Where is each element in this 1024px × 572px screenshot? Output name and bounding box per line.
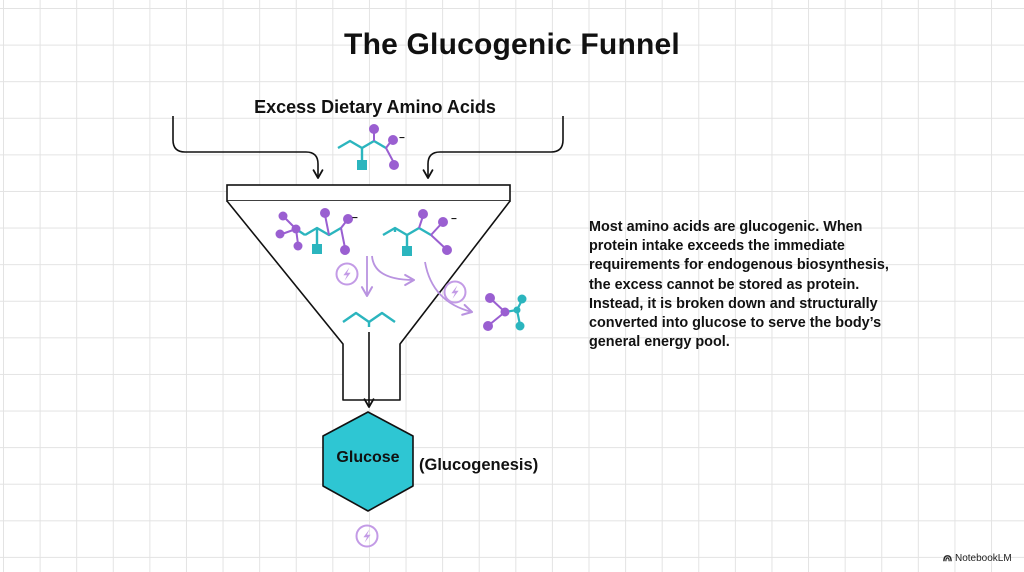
carbon-skeleton (342, 311, 396, 327)
breakdown-arrow-exit (424, 261, 474, 316)
charge-sign: − (399, 133, 405, 144)
explanation-text: Most amino acids are glucogenic. When pr… (589, 219, 889, 351)
diagram-title: The Glucogenic Funnel (344, 28, 680, 61)
amino-acid-molecule-right: − (382, 209, 457, 256)
input-arrow-right (422, 116, 564, 179)
notebooklm-logo-icon (943, 555, 952, 562)
glucose-hexagon (322, 411, 414, 512)
lightning-bolt-icon (355, 524, 379, 548)
amino-acid-molecule-incoming: − (337, 124, 405, 170)
amino-acid-molecule-left: − (275, 208, 358, 255)
input-arrow-left (172, 116, 324, 179)
glucose-label: Glucose (336, 449, 400, 466)
charge-sign: − (451, 214, 457, 225)
lightning-bolt-icon (443, 280, 467, 304)
brand-name: NotebookLM (955, 553, 1012, 564)
charge-sign: − (352, 213, 358, 224)
glucogenesis-label: (Glucogenesis) (419, 456, 539, 474)
brand-watermark: NotebookLM (943, 553, 1012, 564)
amino-group-fragment (483, 293, 527, 331)
breakdown-arrow-right (371, 255, 416, 287)
funnel-rim (226, 184, 511, 202)
input-label: Excess Dietary Amino Acids (254, 97, 496, 117)
